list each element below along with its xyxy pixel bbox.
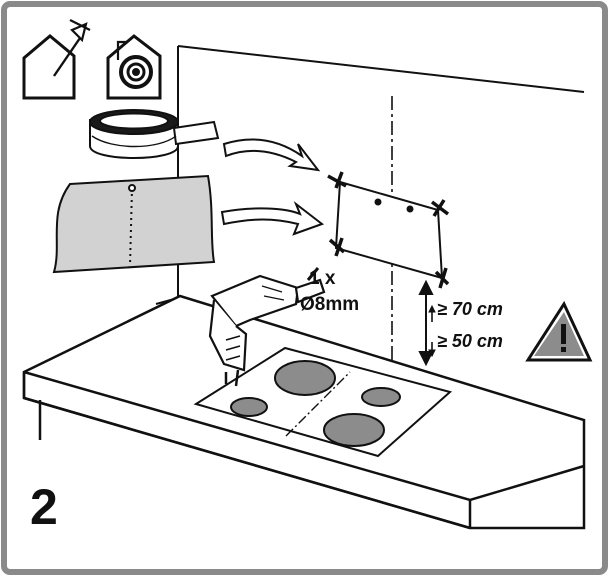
direction-arrows [220, 138, 325, 236]
drill-icon [208, 267, 326, 387]
mounting-template [327, 171, 450, 289]
hob [193, 346, 453, 458]
burner-small-back [361, 387, 401, 407]
drill-quantity: 1 x [309, 268, 336, 289]
burner-large [274, 360, 336, 396]
height-upper-label: ≥ 70 cm [437, 299, 503, 319]
height-lower-label: ≥ 50 cm [437, 331, 503, 351]
house-exhaust-icon [22, 19, 91, 100]
burner-large-front [323, 413, 385, 447]
height-dimension [418, 279, 436, 367]
step-number: 2 [30, 479, 58, 535]
burner-small-front [230, 397, 268, 417]
template-sheet-icon [52, 174, 216, 274]
drill-diameter: Ø8mm [300, 294, 360, 315]
house-recirculation-icon [106, 34, 162, 100]
warning-icon [525, 300, 593, 362]
adhesive-tape-icon [89, 109, 220, 159]
